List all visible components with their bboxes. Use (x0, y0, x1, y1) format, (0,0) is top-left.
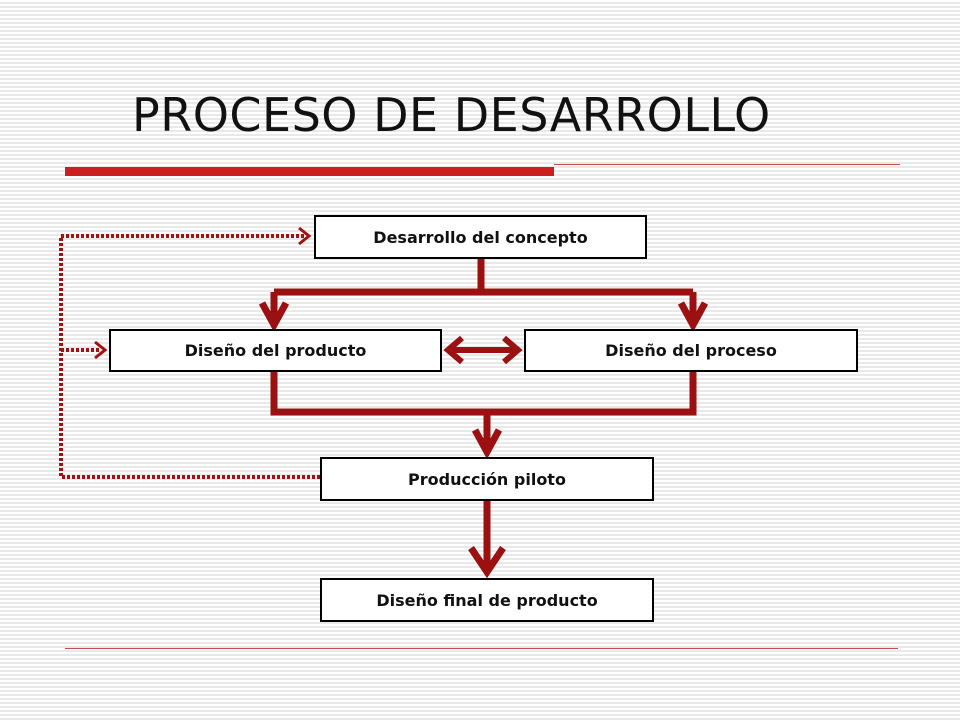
bottom-rule (65, 648, 898, 649)
node-label: Desarrollo del concepto (373, 227, 588, 247)
node-final-product-design: Diseño final de producto (320, 578, 654, 622)
arrowhead-to-process-design (677, 301, 709, 333)
feedback-arrowhead-product (94, 340, 108, 360)
bidirectional-arrow (443, 335, 523, 365)
arrowhead-to-product-design (258, 301, 290, 333)
title-rule (554, 164, 900, 165)
pilot-to-final-connector (468, 501, 506, 579)
split-connector (258, 259, 709, 333)
node-pilot-production: Producción piloto (320, 457, 654, 501)
node-product-design: Diseño del producto (109, 329, 442, 372)
arrowhead-to-pilot (471, 428, 503, 460)
node-concept-development: Desarrollo del concepto (314, 215, 647, 259)
page-title: PROCESO DE DESARROLLO (132, 88, 771, 142)
merge-connector (270, 372, 697, 460)
node-process-design: Diseño del proceso (524, 329, 858, 372)
feedback-arrowheads (94, 226, 312, 360)
node-label: Producción piloto (408, 469, 566, 489)
feedback-loop (59, 234, 320, 479)
feedback-arrowhead-concept (298, 226, 312, 246)
node-label: Diseño final de producto (376, 590, 598, 610)
title-accent-bar (65, 167, 554, 176)
arrowhead-to-final (468, 546, 506, 579)
node-label: Diseño del producto (184, 341, 367, 360)
node-label: Diseño del proceso (605, 341, 777, 360)
